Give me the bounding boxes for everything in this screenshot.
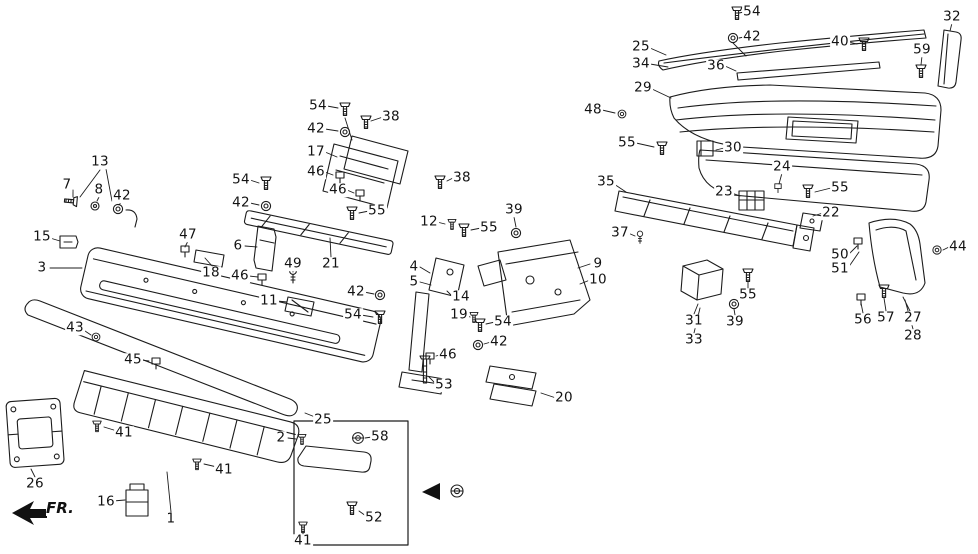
detail-box-outline: [293, 420, 409, 546]
rear-bumper-assembly-drawing: [614, 29, 962, 301]
leader-lines: [30, 11, 953, 535]
front-bumper-assembly-drawing: [5, 135, 591, 517]
fr-direction-label: FR.: [46, 499, 74, 517]
fr-direction-arrow-icon: [12, 501, 47, 525]
clip-pointer-arrow-icon: [422, 483, 440, 500]
